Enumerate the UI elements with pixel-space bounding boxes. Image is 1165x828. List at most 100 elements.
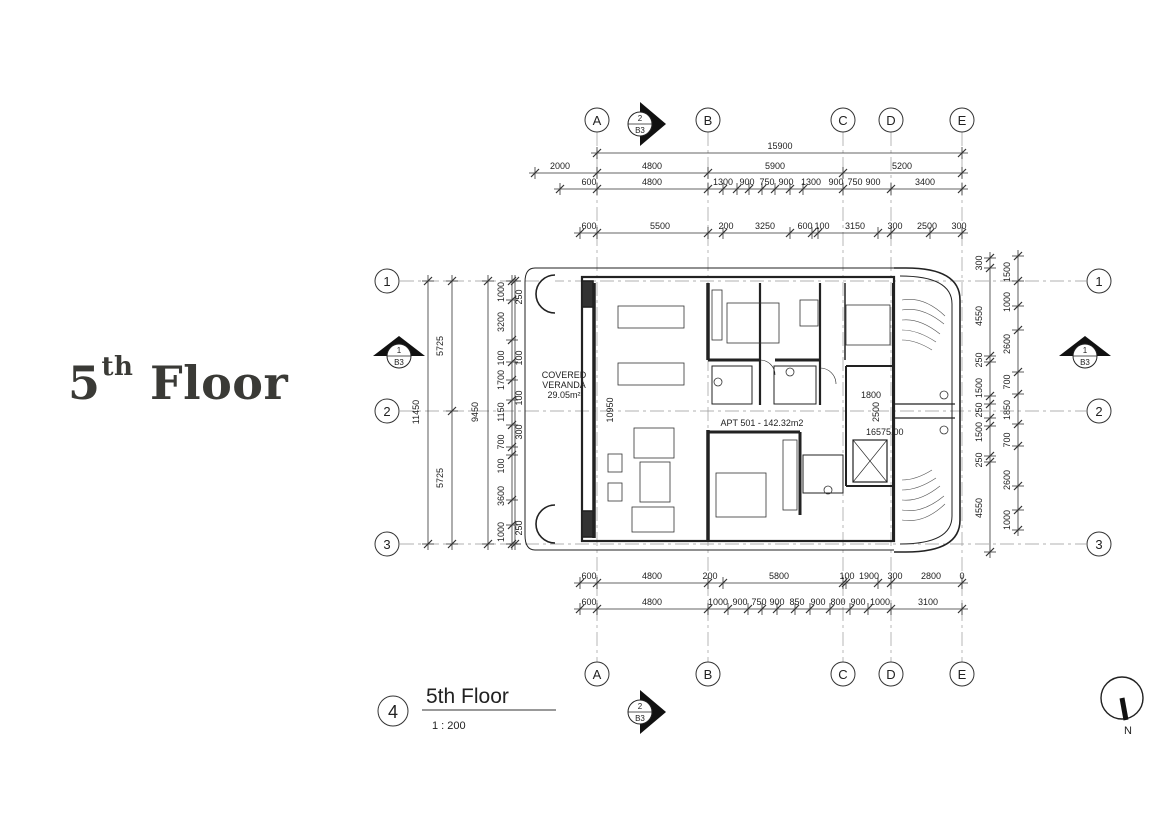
grid-label-right-3: 3 xyxy=(1095,537,1102,552)
grid-label-left-1: 1 xyxy=(383,274,390,289)
dim-top-row3-label-4: 750 xyxy=(759,177,774,187)
dim-top-row4-label-6: 3150 xyxy=(845,221,865,231)
dim-bottom-row2-label-6: 850 xyxy=(789,597,804,607)
grid-label-bottom-A: A xyxy=(593,667,602,682)
grid-label-left-3: 3 xyxy=(383,537,390,552)
dim-top-row4-label-7: 300 xyxy=(887,221,902,231)
dim-top-row4-label-0: 600 xyxy=(581,221,596,231)
dim-top-row3-label-2: 1300 xyxy=(713,177,733,187)
stair-top xyxy=(901,299,946,351)
dim-left-halves-label-0: 5725 xyxy=(435,336,445,356)
dim-top-row2-label-2: 5900 xyxy=(765,161,785,171)
north-arrow: N xyxy=(1100,676,1144,737)
dim-right-inner-label-5: 1500 xyxy=(974,422,984,442)
view-scale: 1 : 200 xyxy=(432,720,466,732)
section-marker-left: 1B3 xyxy=(373,336,425,369)
grid-label-bottom-B: B xyxy=(704,667,713,682)
grid-label-bottom-E: E xyxy=(958,667,967,682)
north-label: N xyxy=(1124,725,1132,737)
veranda-label-2: VERANDA xyxy=(542,380,586,390)
dim-right-outer-label-4: 1850 xyxy=(1002,400,1012,420)
dim-bottom-row1-label-6: 300 xyxy=(887,571,902,581)
grid-bubble-top-B xyxy=(695,107,721,133)
dim-bottom-row2-label-3: 900 xyxy=(732,597,747,607)
dim-right-outer-label-5: 700 xyxy=(1002,432,1012,447)
dim-top-row4-label-9: 300 xyxy=(951,221,966,231)
grid-bubble-top-C xyxy=(830,107,856,133)
dim-left-segments-b-label-0: 250 xyxy=(514,289,524,304)
grid-bubble-bottom-C xyxy=(830,661,856,687)
grid-label-bottom-C: C xyxy=(838,667,847,682)
grid-bubble-top-E xyxy=(949,107,975,133)
dim-left-segments-label-1: 3200 xyxy=(496,312,506,332)
grid-label-left-2: 2 xyxy=(383,404,390,419)
dim-left-segments-label-8: 1000 xyxy=(496,522,506,542)
section-marker-right: 1B3 xyxy=(1059,336,1111,369)
dim-top-row4-label-3: 3250 xyxy=(755,221,775,231)
section-marker-left-number: 1 xyxy=(397,346,402,355)
dim-bottom-row2-label-7: 900 xyxy=(810,597,825,607)
dim-left-segments-label-3: 1700 xyxy=(496,370,506,390)
grid-label-top-B: B xyxy=(704,113,713,128)
grid-bubble-left-1 xyxy=(374,268,400,294)
interior-walls xyxy=(706,283,955,541)
title-word: Floor xyxy=(149,356,289,410)
dim-top-row2-label-0: 2000 xyxy=(550,161,570,171)
grid-bubble-bottom-D xyxy=(878,661,904,687)
dim-top-row4-label-4: 600 xyxy=(797,221,812,231)
dim-top-row3-label-3: 900 xyxy=(739,177,754,187)
grid-bubble-top-D xyxy=(878,107,904,133)
section-marker-top-sheet: B3 xyxy=(635,126,645,135)
grid-bubble-right-3 xyxy=(1086,531,1112,557)
dim-bottom-row2-label-1: 4800 xyxy=(642,597,662,607)
dim-top-row3-label-8: 750 xyxy=(847,177,862,187)
grid-bubble-bottom-E xyxy=(949,661,975,687)
dim-left-segments-label-5: 700 xyxy=(496,434,506,449)
section-marker-top: 2B3 xyxy=(627,102,666,146)
view-name: 5th Floor xyxy=(426,685,509,708)
dim-right-inner-label-1: 4550 xyxy=(974,306,984,326)
dim-left-segments-b-label-4: 250 xyxy=(514,520,524,535)
dim-top-row2-label-1: 4800 xyxy=(642,161,662,171)
dim-1800-label: 1800 xyxy=(861,390,881,400)
dim-top-row4-label-5: 100 xyxy=(814,221,829,231)
grid-label-top-E: E xyxy=(958,113,967,128)
dim-top-row3-label-0: 600 xyxy=(581,177,596,187)
section-marker-right-number: 1 xyxy=(1083,346,1088,355)
grid-bubble-bottom-B xyxy=(695,661,721,687)
dim-top-row2-label-3: 5200 xyxy=(892,161,912,171)
dim-right-inner-label-2: 250 xyxy=(974,352,984,367)
section-marker-right-sheet: B3 xyxy=(1080,358,1090,367)
dim-bottom-row2-label-4: 750 xyxy=(751,597,766,607)
dim-right-inner-label-7: 4550 xyxy=(974,498,984,518)
dim-left-segments-label-7: 3600 xyxy=(496,486,506,506)
dim-bottom-row1-label-3: 5800 xyxy=(769,571,789,581)
dim-left-segments-label-4: 1150 xyxy=(496,402,506,421)
stair-bottom xyxy=(901,469,946,521)
dim-bottom-row1-label-5: 1900 xyxy=(859,571,879,581)
dim-bottom-row2-label-2: 1000 xyxy=(708,597,728,607)
view-title-block: 4 5th Floor 1 : 200 xyxy=(377,685,556,732)
grid-bubble-bottom-A xyxy=(584,661,610,687)
grid-label-top-D: D xyxy=(886,113,895,128)
dim-right-inner-label-3: 1500 xyxy=(974,378,984,398)
grid-label-top-A: A xyxy=(593,113,602,128)
dim-left-segments-label-0: 1000 xyxy=(496,282,506,302)
furniture xyxy=(607,289,949,533)
dim-left-inner-label-0: 9450 xyxy=(470,402,480,422)
title-suffix: th xyxy=(101,352,134,382)
dim-top-row3-label-7: 900 xyxy=(828,177,843,187)
dim-right-outer-label-2: 2600 xyxy=(1002,334,1012,354)
grid-label-right-1: 1 xyxy=(1095,274,1102,289)
section-marker-top-number: 2 xyxy=(638,114,643,123)
dim-bottom-row2-label-9: 900 xyxy=(850,597,865,607)
dim-left-total-label-0: 11450 xyxy=(411,400,421,424)
grid-bubble-right-1 xyxy=(1086,268,1112,294)
dim-bottom-row2-label-0: 600 xyxy=(581,597,596,607)
dim-bottom-row1-label-2: 200 xyxy=(702,571,717,581)
grid-label-top-C: C xyxy=(838,113,847,128)
apartment-label: APT 501 - 142.32m2 xyxy=(721,418,804,428)
